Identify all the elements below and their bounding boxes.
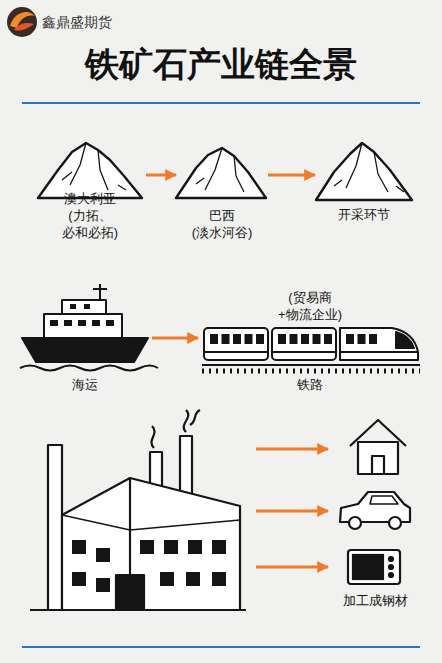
factory-window	[212, 540, 226, 554]
factory-window	[72, 540, 226, 592]
stage-node: 开采环节	[315, 138, 413, 224]
flow-arrow	[146, 174, 176, 177]
train-window	[290, 334, 298, 344]
ship-icon	[20, 284, 158, 371]
train-icon	[202, 328, 420, 371]
node-label: 澳大利亚 (力拓、必和必拓)	[62, 191, 118, 242]
train-window	[313, 334, 321, 344]
node-label: 开采环节	[338, 207, 390, 224]
train-window	[301, 334, 309, 344]
factory-window	[140, 540, 154, 554]
product-node: 加工成钢材	[330, 544, 420, 610]
factory-window	[164, 540, 178, 554]
train-window	[210, 334, 377, 344]
factory-icon	[30, 410, 246, 610]
origin-node: 巴西 (淡水河谷)	[176, 140, 268, 242]
title: 铁矿石产业链全景	[0, 44, 442, 85]
node-label: 铁路	[297, 377, 323, 394]
node-label: (贸易商+物流企业)	[278, 290, 342, 324]
train-window	[233, 334, 241, 344]
factory-window	[96, 548, 110, 562]
microwave-icon	[348, 550, 400, 584]
house-icon	[350, 420, 406, 474]
node-label: 海运	[72, 377, 98, 394]
ore-pile	[176, 148, 266, 198]
train-window	[222, 334, 230, 344]
divider-line	[22, 646, 420, 648]
factory-window	[186, 572, 200, 586]
flow-arrow	[152, 337, 198, 340]
train-window	[324, 334, 332, 344]
flow-arrow	[268, 174, 315, 177]
train-window	[256, 334, 264, 344]
factory-window	[188, 540, 202, 554]
factory-window	[96, 578, 110, 592]
train-window	[245, 334, 253, 344]
ore-pile	[316, 143, 412, 200]
node-label: 加工成钢材	[343, 593, 408, 610]
train-window	[369, 334, 377, 344]
train-window	[346, 334, 354, 344]
factory-window	[212, 572, 226, 586]
ore-pile	[38, 143, 142, 198]
origin-node: 澳大利亚 (力拓、必和必拓)	[34, 140, 146, 242]
factory-window	[72, 572, 86, 586]
train-window	[210, 334, 218, 344]
transport-node: 海运	[18, 282, 152, 394]
transport-node: (贸易商+物流企业) 铁路	[198, 290, 422, 394]
brand-label: 鑫鼎盛期货	[42, 13, 112, 31]
train-window	[358, 334, 366, 344]
node-label: 巴西 (淡水河谷)	[192, 208, 253, 242]
divider-line	[22, 102, 420, 104]
car-icon	[340, 492, 410, 529]
train-window	[278, 334, 286, 344]
factory-window	[72, 540, 86, 554]
factory-window	[160, 572, 174, 586]
output-arrow	[256, 449, 328, 567]
logo	[7, 7, 37, 37]
